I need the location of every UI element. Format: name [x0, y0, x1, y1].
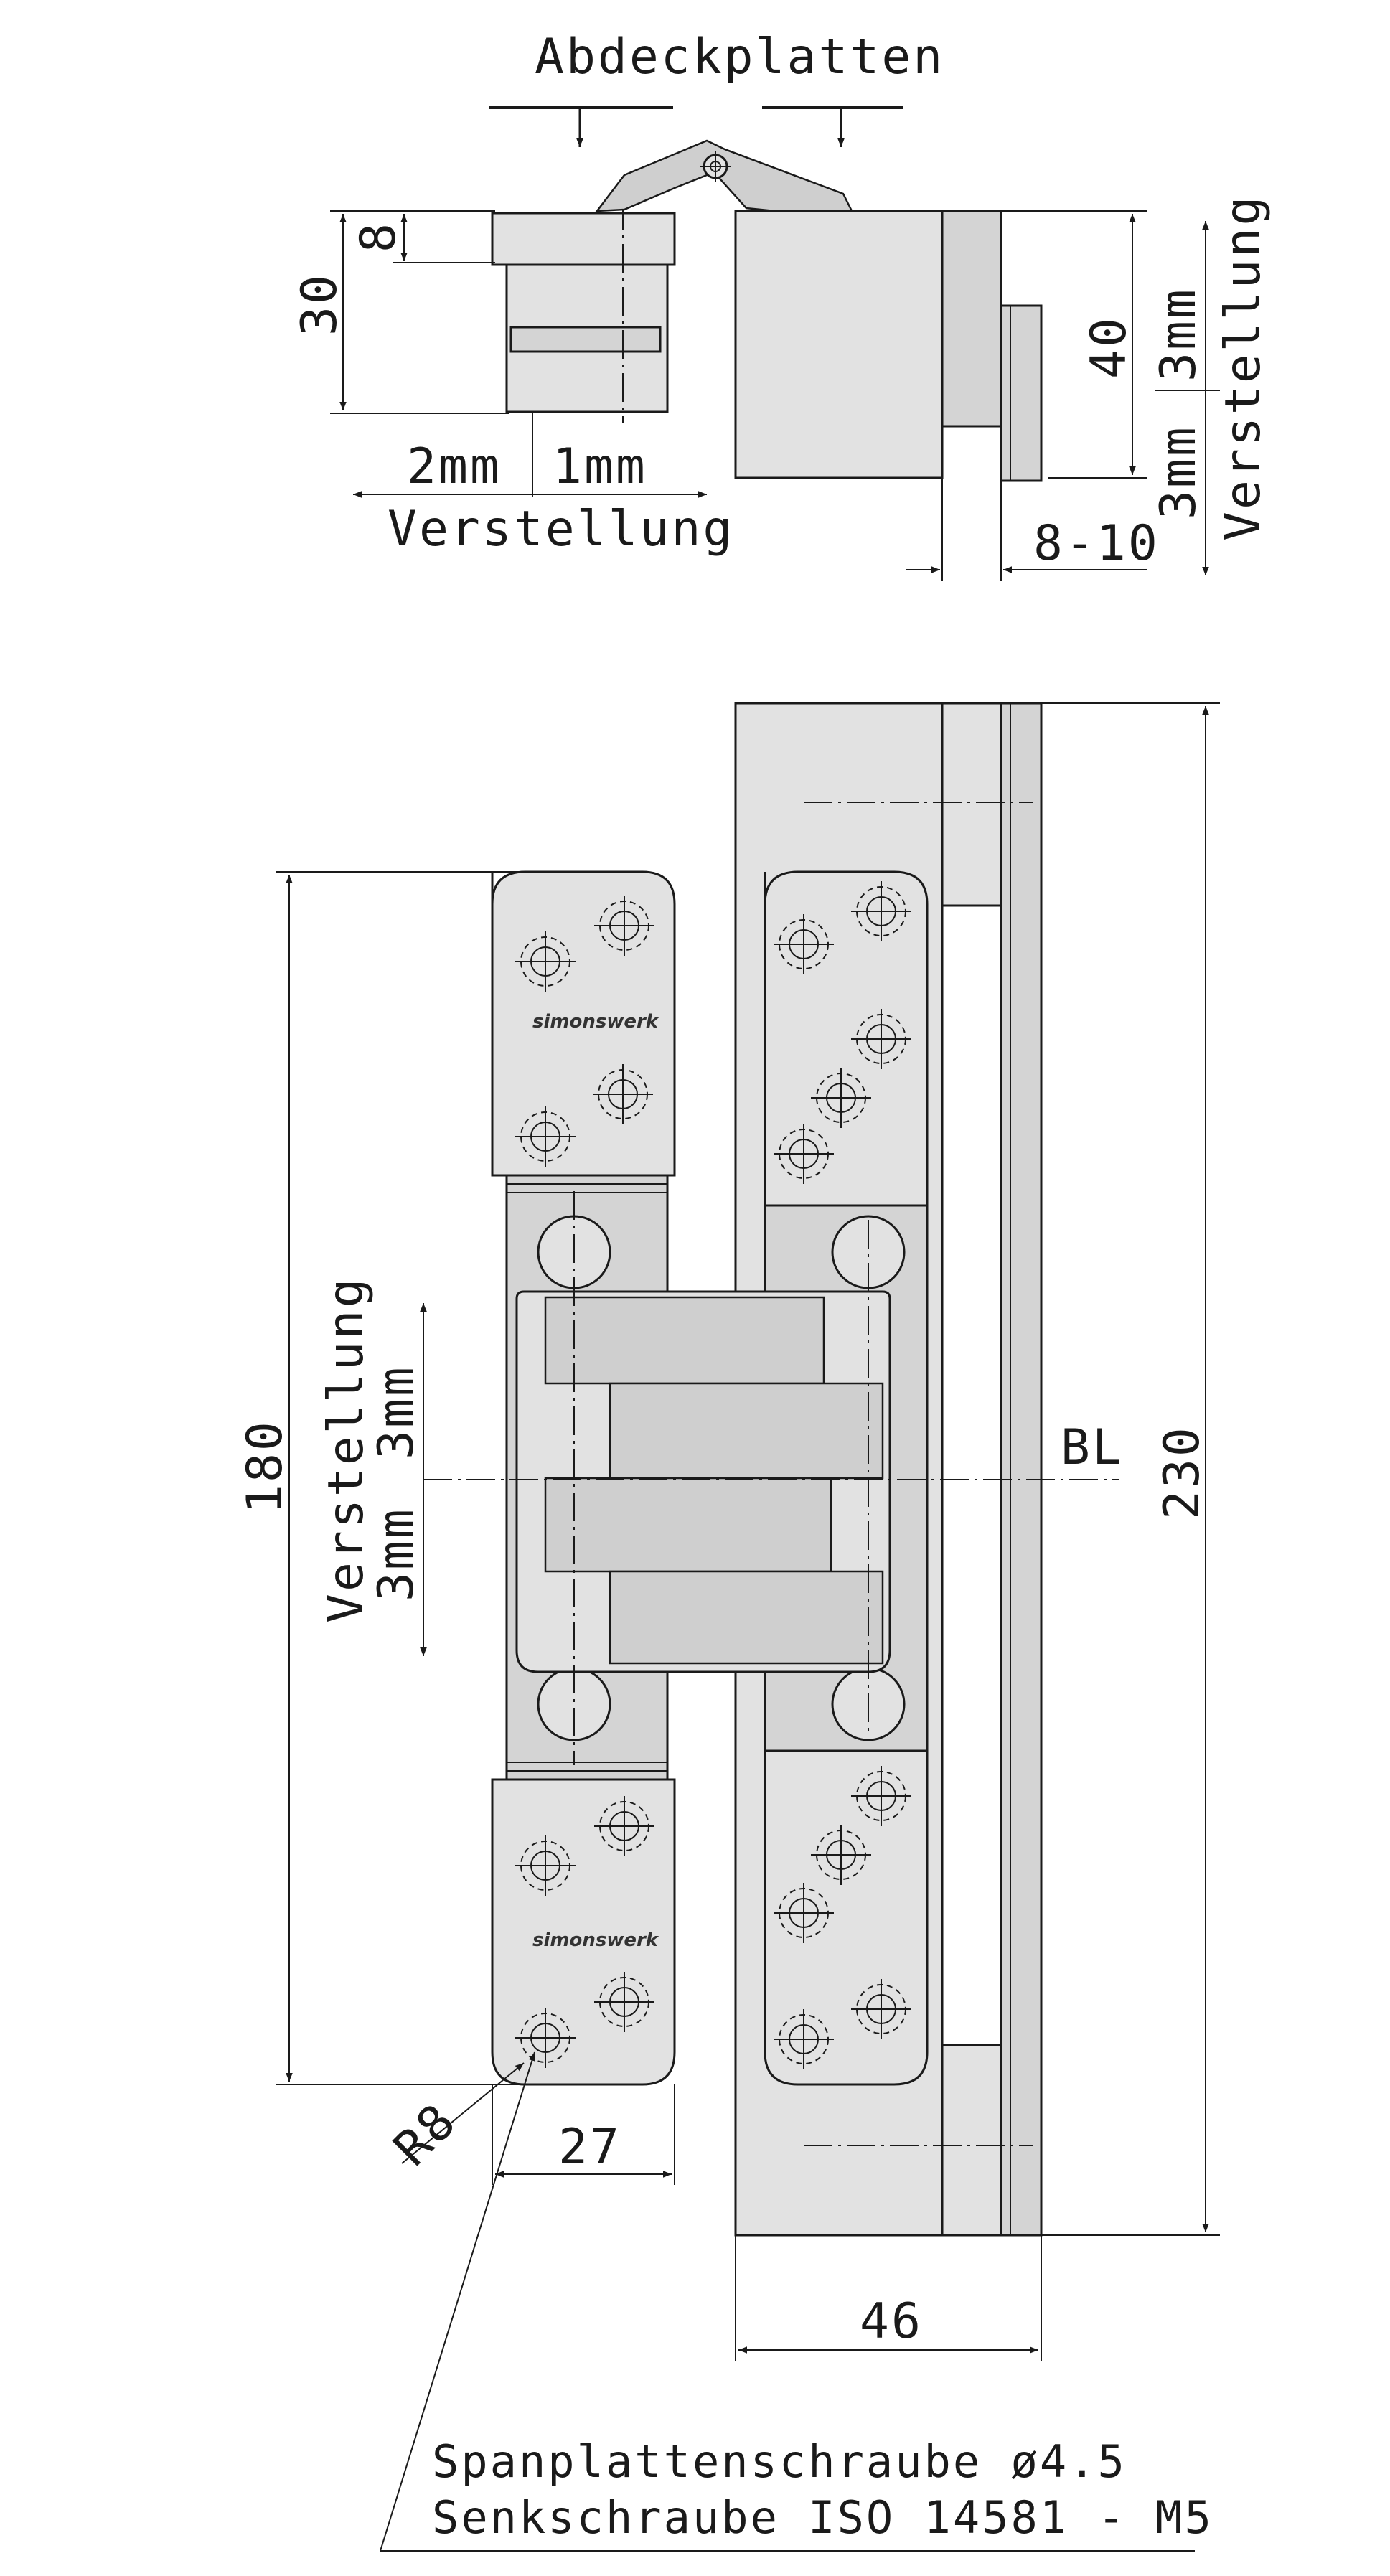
adj-horizontal-label: Verstellung	[388, 501, 734, 558]
dim-frame-46: 46	[860, 2293, 923, 2350]
frame-profile	[941, 210, 1002, 428]
dim-width-27: 27	[558, 2119, 621, 2176]
adj-up-3mm: 3mm	[1150, 287, 1207, 382]
screw-hole	[593, 1064, 653, 1124]
cover-plates-title: Abdeckplatten	[535, 29, 944, 85]
dim-plate-8: 8	[350, 221, 407, 253]
dim-depth-40: 40	[1081, 316, 1137, 379]
screw-hole	[774, 1124, 834, 1184]
arm-link-1	[544, 1296, 825, 1385]
screw-hole	[851, 1766, 911, 1826]
frame-notch-top	[941, 702, 1002, 907]
front-adj-down: 3mm	[368, 1507, 425, 1602]
dim-total-230: 230	[1154, 1425, 1211, 1520]
hinge-link-arm	[595, 139, 855, 218]
frame-strip	[1000, 304, 1043, 482]
adj-vertical-label: Verstellung	[1215, 194, 1272, 541]
arm-link-2	[609, 1382, 884, 1480]
screw-hole	[515, 1106, 576, 1167]
screw-hole	[594, 1796, 654, 1856]
screw-hole	[594, 896, 654, 956]
left-slot	[509, 326, 662, 353]
top-view: Abdeckplatten 30 8 2mm	[291, 29, 1272, 581]
screw-hole	[515, 1835, 576, 1896]
dim-height-30: 30	[291, 273, 348, 336]
left-top-plate	[491, 870, 676, 1177]
adj-right-1mm: 1mm	[553, 438, 647, 495]
adj-down-3mm: 3mm	[1150, 425, 1207, 520]
screw-hole	[774, 914, 834, 974]
screw-hole	[811, 1825, 871, 1885]
dim-gap-8-10: 8-10	[1033, 515, 1160, 572]
left-cover-plate	[491, 212, 676, 266]
arm-link-3	[544, 1477, 832, 1573]
radius-leader	[401, 2062, 525, 2164]
frame-notch-bottom	[941, 2044, 1002, 2237]
baseline-label: BL	[1061, 1419, 1124, 1476]
right-bottom-plate	[764, 1749, 929, 2086]
screw-hole	[851, 1009, 911, 1069]
screw-hole	[774, 1883, 834, 1943]
right-hinge-body	[734, 210, 944, 479]
right-top-plate	[764, 870, 929, 1207]
screw-hole	[851, 881, 911, 941]
screw-hole	[515, 931, 576, 992]
screw-hole	[774, 2009, 834, 2069]
logo-top: simonswerk	[532, 1011, 659, 1033]
front-adj-label: Verstellung	[318, 1277, 375, 1623]
screw-hole	[594, 1972, 654, 2032]
screw-hole	[811, 1068, 871, 1128]
adj-left-2mm: 2mm	[407, 438, 502, 495]
radius-r8: R8	[383, 2092, 468, 2177]
screw-hole	[515, 2008, 576, 2068]
arm-link-4	[609, 1570, 884, 1665]
frame-edge	[1000, 702, 1043, 2237]
dim-length-180: 180	[237, 1419, 294, 1514]
logo-bottom: simonswerk	[532, 1929, 659, 1951]
screw-hole	[851, 1979, 911, 2039]
front-adj-up: 3mm	[368, 1365, 425, 1459]
screw-note-line1: Spanplattenschraube ø4.5	[432, 2435, 1127, 2488]
left-bottom-plate	[491, 1778, 676, 2086]
screw-note-line2: Senkschraube ISO 14581 - M5	[432, 2491, 1213, 2544]
screw-note-leader	[380, 2051, 536, 2552]
front-view: simonswerk simonswerk	[237, 702, 1220, 2552]
